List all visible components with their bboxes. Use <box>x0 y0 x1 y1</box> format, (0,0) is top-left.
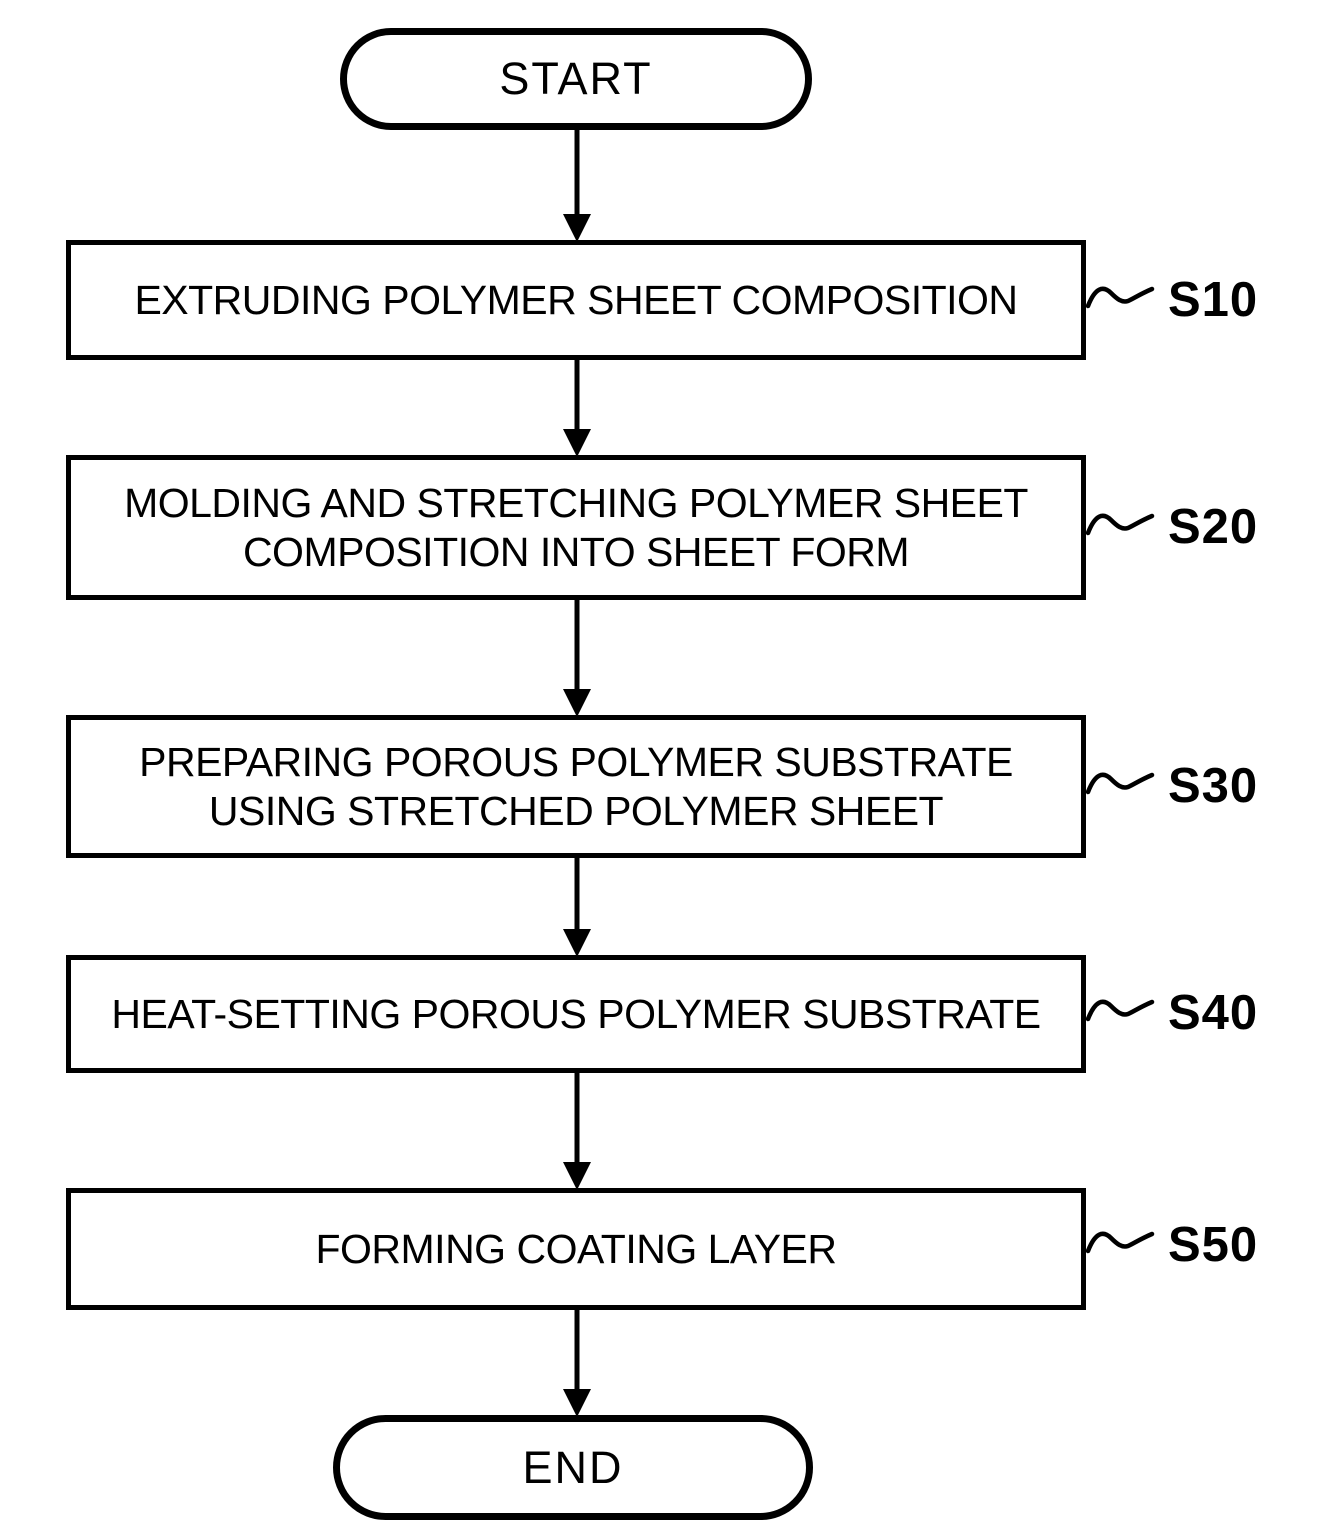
step-tag-s10: S10 <box>1086 265 1258 335</box>
flow-arrow <box>561 1310 593 1417</box>
flow-arrow <box>561 600 593 717</box>
step-tag-label: S10 <box>1168 272 1259 327</box>
flow-arrow <box>561 858 593 957</box>
arrow-shaft <box>574 130 580 216</box>
tag-squiggle-icon <box>1086 1231 1155 1254</box>
process-step-s40: HEAT-SETTING POROUS POLYMER SUBSTRATE <box>66 955 1086 1073</box>
arrow-head-icon <box>563 1162 591 1190</box>
step-label: PREPARING POROUS POLYMER SUBSTRATE USING… <box>139 739 1013 834</box>
tag-squiggle-icon <box>1086 772 1155 795</box>
start-label: START <box>499 53 653 104</box>
process-step-s20: MOLDING AND STRETCHING POLYMER SHEET COM… <box>66 455 1086 600</box>
process-step-s10: EXTRUDING POLYMER SHEET COMPOSITION <box>66 240 1086 360</box>
arrow-shaft <box>574 1073 580 1164</box>
step-label: MOLDING AND STRETCHING POLYMER SHEET COM… <box>124 480 1028 575</box>
step-tag-label: S50 <box>1168 1217 1259 1272</box>
arrow-shaft <box>574 1310 580 1391</box>
process-step-s30: PREPARING POROUS POLYMER SUBSTRATE USING… <box>66 715 1086 858</box>
flow-arrow <box>561 1073 593 1190</box>
step-tag-label: S20 <box>1168 499 1259 554</box>
arrow-head-icon <box>563 1389 591 1417</box>
tag-squiggle-icon <box>1086 999 1155 1022</box>
arrow-shaft <box>574 858 580 931</box>
arrow-head-icon <box>563 214 591 242</box>
arrow-shaft <box>574 360 580 431</box>
step-tag-s20: S20 <box>1086 492 1258 562</box>
step-tag-label: S40 <box>1168 985 1259 1040</box>
arrow-head-icon <box>563 929 591 957</box>
process-step-s50: FORMING COATING LAYER <box>66 1188 1086 1310</box>
flow-arrow <box>561 360 593 457</box>
step-tag-s50: S50 <box>1086 1210 1258 1280</box>
start-terminal: START <box>340 28 812 130</box>
step-label: HEAT-SETTING POROUS POLYMER SUBSTRATE <box>111 990 1041 1037</box>
step-tag-s30: S30 <box>1086 751 1258 821</box>
tag-squiggle-icon <box>1086 513 1155 536</box>
arrow-head-icon <box>563 429 591 457</box>
end-terminal: END <box>333 1415 813 1520</box>
step-tag-label: S30 <box>1168 758 1259 813</box>
end-label: END <box>522 1441 624 1493</box>
flow-arrow <box>561 130 593 242</box>
step-label: FORMING COATING LAYER <box>315 1225 837 1272</box>
step-tag-s40: S40 <box>1086 978 1258 1048</box>
step-label: EXTRUDING POLYMER SHEET COMPOSITION <box>134 276 1018 323</box>
arrow-head-icon <box>563 689 591 717</box>
arrow-shaft <box>574 600 580 691</box>
tag-squiggle-icon <box>1086 286 1155 309</box>
